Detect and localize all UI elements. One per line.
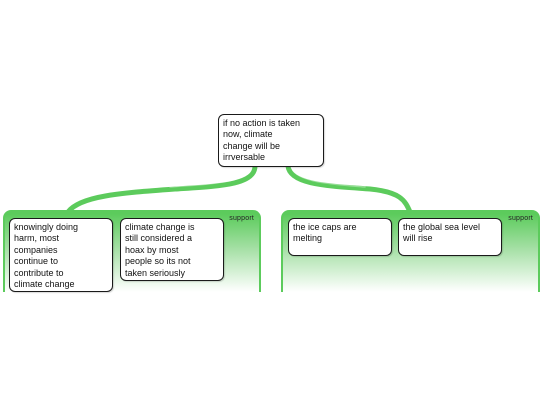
central-topic[interactable]: if no action is taken now, climate chang…: [218, 114, 324, 167]
connector-left-inner: [169, 165, 253, 188]
support-node[interactable]: the ice caps are melting: [288, 218, 392, 256]
connector-right-inner: [290, 165, 366, 188]
connector-left: [65, 163, 258, 215]
connector-right: [285, 163, 413, 215]
group-label: support: [508, 215, 533, 222]
group-label: support: [229, 215, 254, 222]
support-node[interactable]: the global sea level will rise: [398, 218, 502, 256]
support-node[interactable]: knowingly doing harm, most companies con…: [9, 218, 113, 292]
support-node[interactable]: climate change is still considered a hoa…: [120, 218, 224, 281]
